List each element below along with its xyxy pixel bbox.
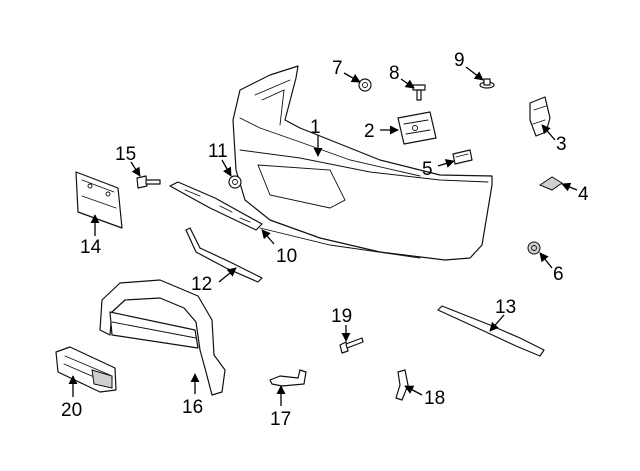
- bumper-cover: [232, 65, 493, 261]
- fastener-clip: [479, 78, 495, 89]
- callout-2: 2: [364, 121, 375, 142]
- lower-trim-strip: [185, 227, 263, 283]
- mounting-bracket: [397, 111, 437, 145]
- clip-small: [538, 176, 563, 191]
- leader-lines: [68, 66, 578, 406]
- round-retainer: [228, 175, 242, 189]
- callout-17: 17: [270, 409, 291, 430]
- callout-3: 3: [556, 134, 567, 155]
- screw: [136, 175, 161, 189]
- callout-19: 19: [331, 306, 352, 327]
- push-nut: [358, 78, 372, 92]
- mounting-clip: [269, 369, 307, 387]
- callout-13: 13: [495, 297, 516, 318]
- grommet: [527, 241, 541, 255]
- callout-1: 1: [310, 117, 321, 138]
- callout-20: 20: [61, 400, 82, 421]
- callout-6: 6: [553, 264, 564, 285]
- callout-5: 5: [422, 159, 433, 180]
- callout-labels: 1 2 3 4 5 6 7 8 9 10 11 12 13 14 15 16 1…: [61, 50, 589, 430]
- callout-18: 18: [424, 388, 445, 409]
- callout-4: 4: [578, 184, 589, 205]
- callout-8: 8: [389, 63, 400, 84]
- callout-9: 9: [454, 50, 465, 71]
- callout-7: 7: [332, 58, 343, 79]
- callout-12: 12: [191, 274, 212, 295]
- grille-molding: [169, 181, 263, 231]
- insert-plate: [452, 149, 473, 165]
- callout-11: 11: [208, 141, 228, 162]
- callout-15: 15: [115, 144, 136, 165]
- brush-guard: [99, 279, 226, 396]
- callout-10: 10: [276, 246, 297, 267]
- side-trim-strip: [437, 305, 545, 357]
- license-plate-bracket: [75, 171, 123, 229]
- callout-16: 16: [182, 397, 203, 418]
- bolt: [412, 84, 426, 101]
- fog-lamp: [55, 346, 117, 393]
- tow-hook: [395, 369, 409, 401]
- pin: [339, 337, 364, 354]
- callout-14: 14: [80, 237, 102, 258]
